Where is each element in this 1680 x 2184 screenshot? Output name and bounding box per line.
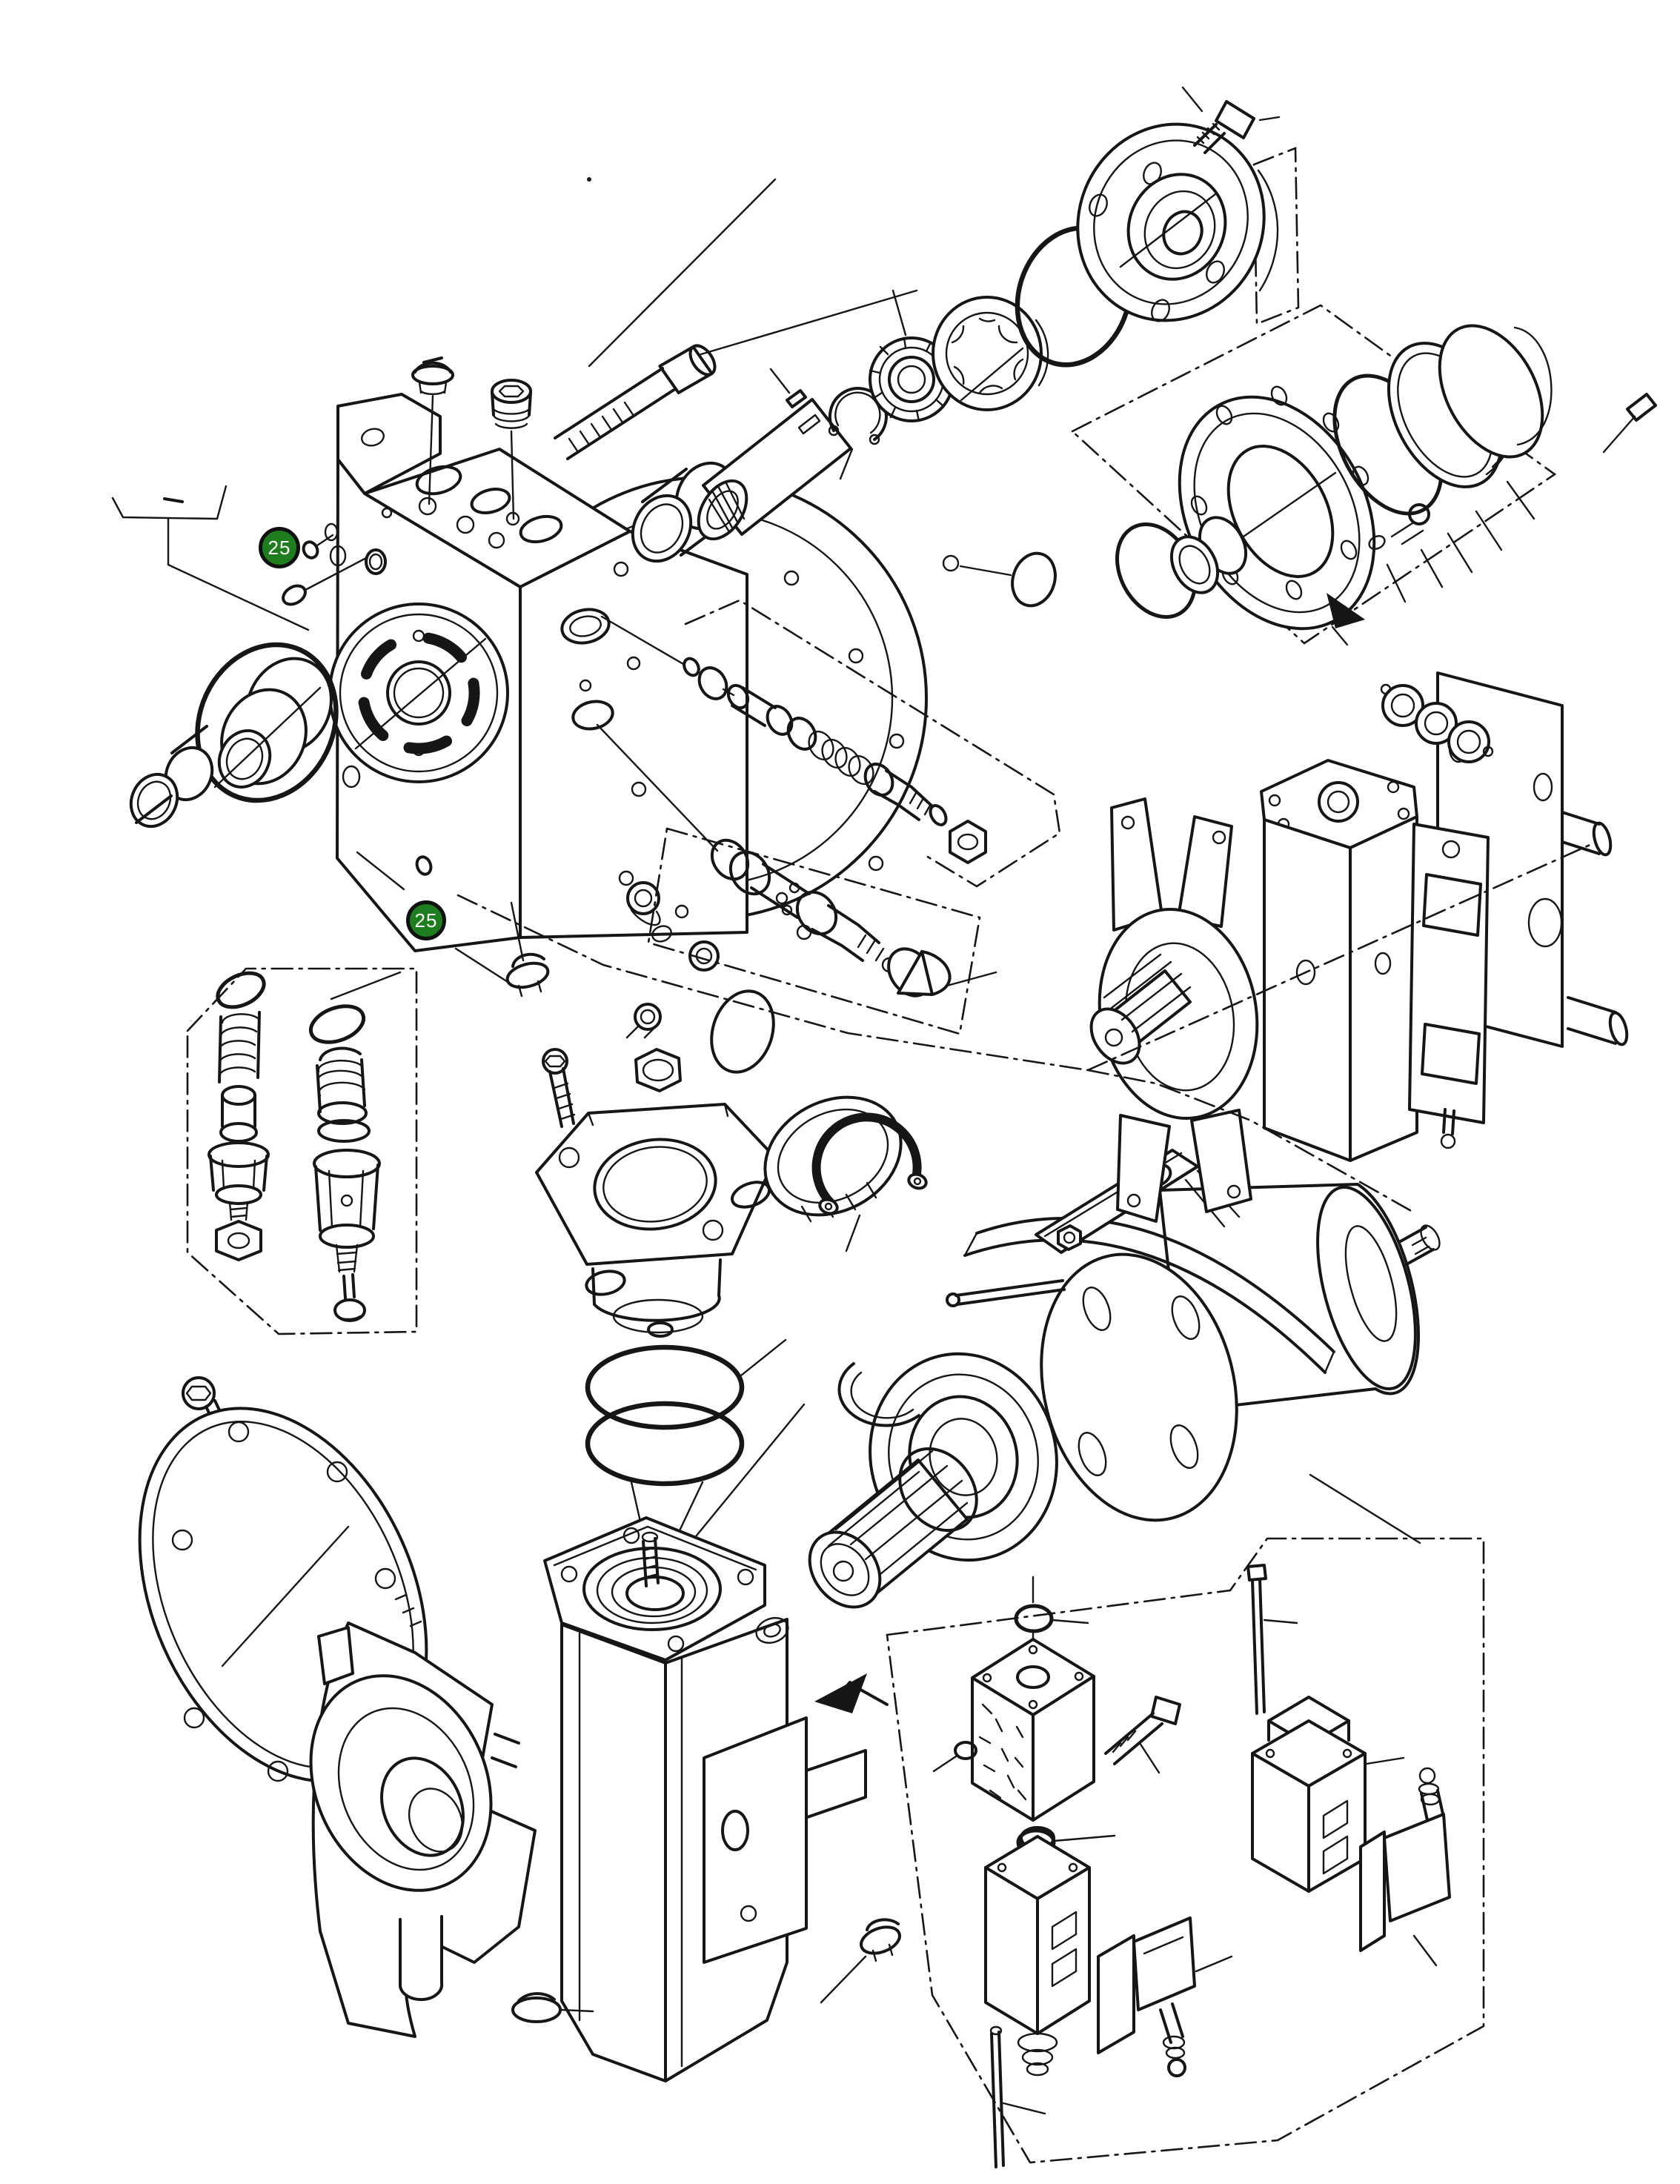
bearing-flange-group: [1076, 86, 1300, 325]
motor-group: [808, 1149, 1441, 1609]
shaft-key-top-right: [1602, 393, 1657, 454]
pump-housing: [324, 393, 928, 1074]
valve-cartridge-group: [186, 967, 418, 1335]
hex-cover-group: [535, 1048, 806, 1571]
right-pump-group: [1089, 671, 1629, 1223]
part-callout-25-upper[interactable]: 25: [259, 527, 300, 568]
seal-carrier-group: [111, 485, 368, 829]
part-callout-label: 25: [414, 909, 438, 932]
charge-pump-parts: [631, 225, 1133, 563]
part-callout-25-lower[interactable]: 25: [406, 900, 446, 940]
seal-and-snap-ring: [763, 1095, 928, 1252]
relief-cartridge-group: [596, 723, 997, 1035]
reference-chain-lines: [456, 842, 1595, 1214]
control-spool-group: [600, 551, 1061, 888]
part-callout-label: 25: [268, 536, 291, 559]
seal-flange-group: [1070, 304, 1557, 646]
top-plugs: [411, 177, 1127, 520]
solenoid-valve-group: [886, 1537, 1485, 2168]
bottom-pump-group: [309, 1516, 901, 2082]
drain-plugs: [330, 851, 720, 1039]
